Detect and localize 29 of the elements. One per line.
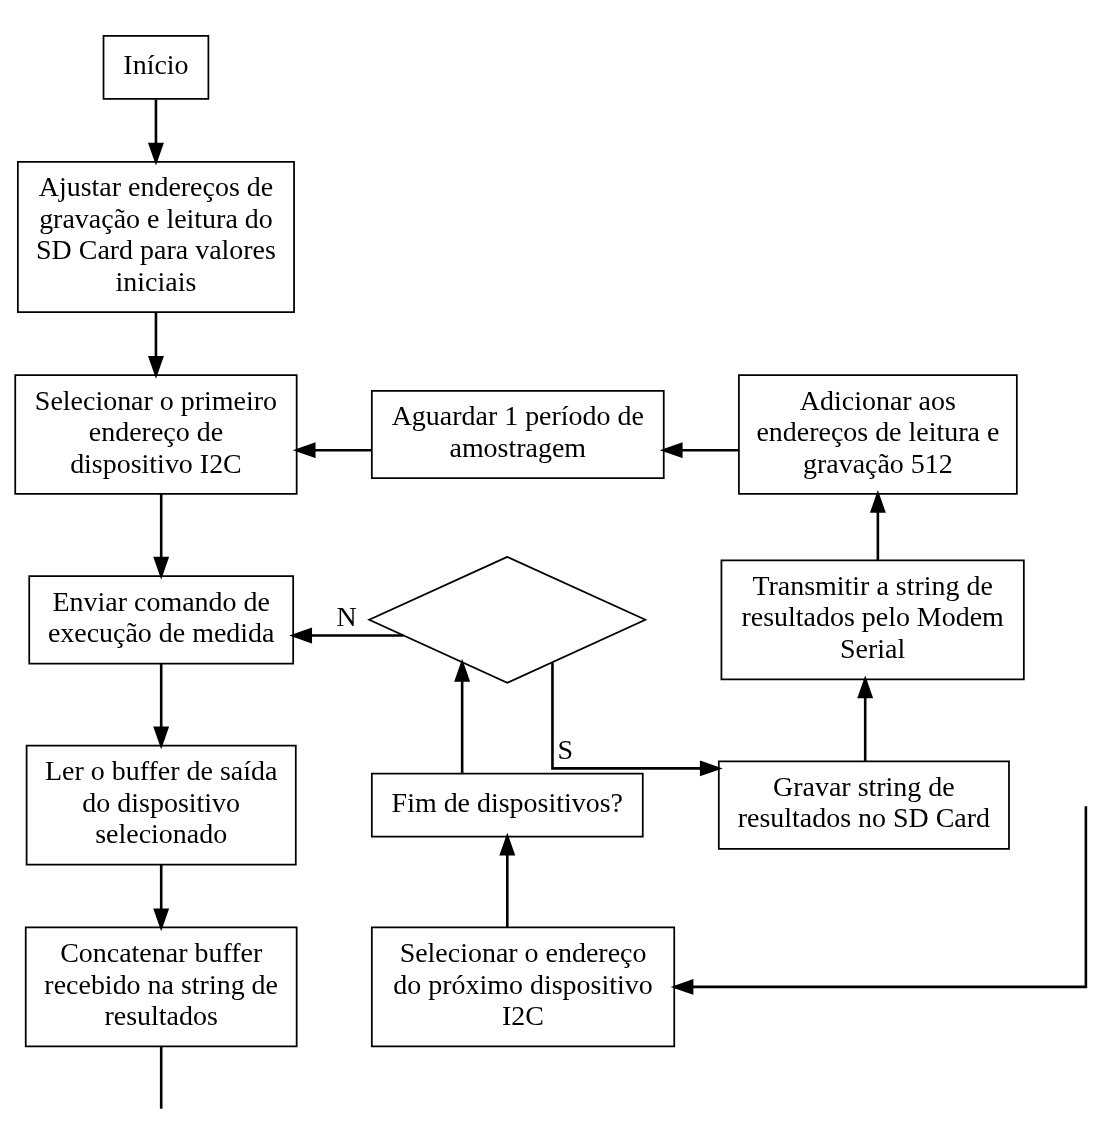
arrow xyxy=(670,806,1088,995)
node-box: Início xyxy=(102,35,210,100)
edge-label: S xyxy=(557,734,574,766)
arrow xyxy=(499,832,516,928)
node-box: Concatenar buffer recebido na string de resultados xyxy=(24,926,298,1048)
arrow xyxy=(659,442,739,459)
connector xyxy=(159,1046,163,1109)
arrow xyxy=(857,675,874,762)
node-box: Selecionar o endereço do próximo dispositivo I2C xyxy=(370,926,676,1048)
node-box: Gravar string de resultados no SD Card xyxy=(717,760,1010,850)
arrow xyxy=(292,442,372,459)
node-box: Transmitir a string de resultados pelo Modem Serial xyxy=(720,559,1025,681)
arrow xyxy=(153,864,170,932)
node-box: Aguardar 1 período de amostragem xyxy=(370,389,665,480)
arrow xyxy=(454,658,471,773)
arrow xyxy=(869,490,886,561)
arrow xyxy=(148,99,164,166)
arrow xyxy=(551,662,723,777)
edge-label: N xyxy=(336,601,357,633)
arrow xyxy=(153,494,170,580)
node-box: Ajustar endereços de gravação e leitura do SD Card para valores iniciais xyxy=(17,160,295,314)
node-box: Enviar comando de execução de medida xyxy=(28,575,295,665)
node-box: Ler o buffer de saída do dispositivo selecionado xyxy=(25,744,297,866)
arrow xyxy=(148,312,164,379)
node-box: Selecionar o primeiro endereço de dispositivo I2C xyxy=(14,374,298,495)
node-box: Adicionar aos endereços de leitura e gravação 512 xyxy=(738,374,1018,495)
arrow xyxy=(289,627,404,644)
arrow xyxy=(153,663,170,750)
node-box: Fim de dispositivos? xyxy=(370,772,644,838)
